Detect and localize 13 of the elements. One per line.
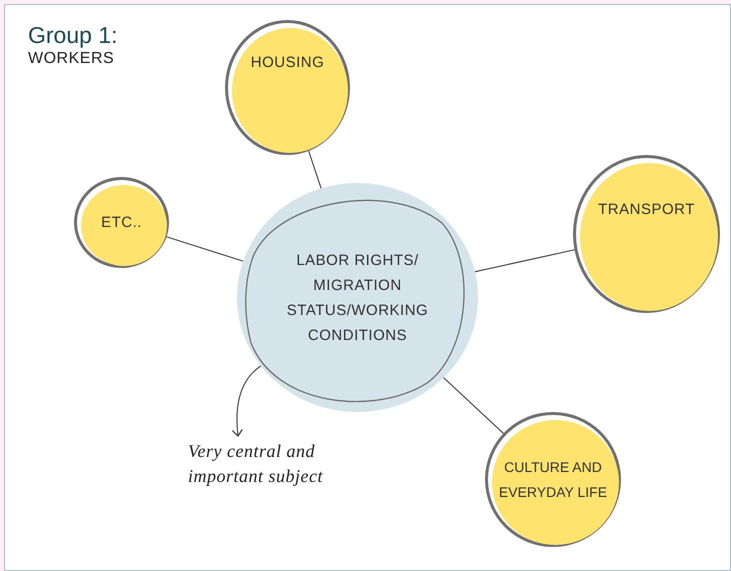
connector-line [308, 150, 322, 189]
note-text: Very central and important subject [188, 440, 324, 488]
subtitle: WORKERS [28, 50, 114, 68]
title: Group 1: [28, 22, 118, 49]
arrow [232, 365, 262, 437]
topic-label: HOUSING [250, 53, 324, 73]
topic-label: CULTURE AND EVERYDAY LIFE [498, 458, 608, 502]
connector-line [474, 249, 575, 272]
topic-label: LABOR RIGHTS/ MIGRATION STATUS/WORKING CONDITIONS [286, 250, 430, 346]
connector-line [443, 377, 504, 434]
topic-label: TRANSPORT [598, 200, 695, 220]
topic-label: ETC.. [101, 213, 142, 233]
connector-line [166, 236, 244, 262]
